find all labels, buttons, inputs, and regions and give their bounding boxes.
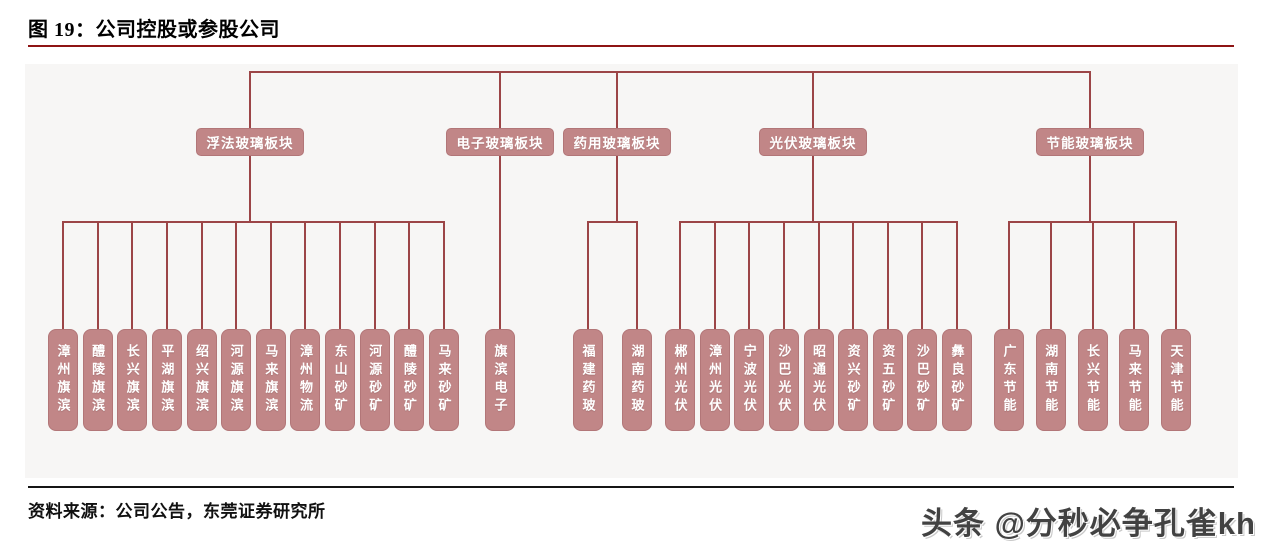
connector-line bbox=[1008, 222, 1010, 329]
connector-line bbox=[1049, 222, 1052, 329]
company-box: 彝良砂矿 bbox=[942, 329, 972, 431]
company-box: 旗滨电子 bbox=[485, 329, 515, 431]
connector-line bbox=[587, 221, 638, 223]
connector-line bbox=[499, 72, 501, 128]
watermark: 头条 @分秒必争孔雀kh bbox=[920, 506, 1256, 541]
connector-line bbox=[249, 156, 251, 222]
connector-line bbox=[636, 222, 638, 329]
company-box: 河源砂矿 bbox=[359, 329, 390, 431]
connector-line bbox=[886, 222, 889, 329]
connector-line bbox=[249, 72, 251, 128]
connector-line bbox=[131, 222, 134, 329]
company-box: 长兴旗滨 bbox=[117, 329, 148, 431]
connector-line bbox=[200, 222, 203, 329]
connector-line bbox=[817, 222, 820, 329]
company-box: 马来旗滨 bbox=[255, 329, 286, 431]
company-box: 醴陵砂矿 bbox=[394, 329, 425, 431]
connector-line bbox=[956, 222, 958, 329]
company-box: 漳州旗滨 bbox=[48, 329, 78, 431]
connector-line bbox=[235, 222, 238, 329]
connector-line bbox=[713, 222, 716, 329]
company-box: 宁波光伏 bbox=[734, 329, 765, 431]
connector-line bbox=[748, 222, 751, 329]
company-box: 资五砂矿 bbox=[872, 329, 903, 431]
connector-line bbox=[812, 156, 814, 222]
company-box: 资兴砂矿 bbox=[838, 329, 869, 431]
company-box: 长兴节能 bbox=[1077, 329, 1108, 431]
connector-line bbox=[408, 222, 411, 329]
connector-line bbox=[1133, 222, 1136, 329]
title-divider bbox=[28, 45, 1234, 47]
connector-line bbox=[62, 222, 64, 329]
company-box: 马来节能 bbox=[1119, 329, 1150, 431]
segment-box: 节能玻璃板块 bbox=[1036, 128, 1144, 156]
company-box: 沙巴光伏 bbox=[768, 329, 799, 431]
segment-box: 药用玻璃板块 bbox=[563, 128, 671, 156]
connector-line bbox=[1089, 72, 1091, 128]
company-box: 广东节能 bbox=[994, 329, 1024, 431]
company-box: 湖南药玻 bbox=[622, 329, 652, 431]
company-box: 漳州光伏 bbox=[699, 329, 730, 431]
connector-line bbox=[1089, 156, 1091, 222]
company-box: 福建药玻 bbox=[573, 329, 603, 431]
connector-line bbox=[62, 221, 445, 223]
segment-box: 电子玻璃板块 bbox=[446, 128, 554, 156]
company-box: 河源旗滨 bbox=[221, 329, 252, 431]
company-box: 平湖旗滨 bbox=[151, 329, 182, 431]
source-note: 资料来源：公司公告，东莞证券研究所 bbox=[28, 502, 326, 521]
connector-line bbox=[812, 72, 814, 128]
connector-line bbox=[499, 156, 501, 329]
company-box: 沙巴砂矿 bbox=[907, 329, 938, 431]
company-box: 湖南节能 bbox=[1035, 329, 1066, 431]
connector-line bbox=[249, 71, 1091, 73]
company-box: 天津节能 bbox=[1161, 329, 1191, 431]
connector-line bbox=[587, 222, 589, 329]
connector-line bbox=[96, 222, 99, 329]
connector-line bbox=[269, 222, 272, 329]
connector-line bbox=[1175, 222, 1177, 329]
company-box: 绍兴旗滨 bbox=[186, 329, 217, 431]
segment-box: 光伏玻璃板块 bbox=[759, 128, 867, 156]
company-box: 马来砂矿 bbox=[429, 329, 459, 431]
connector-line bbox=[616, 156, 618, 222]
segment-box: 浮法玻璃板块 bbox=[196, 128, 304, 156]
connector-line bbox=[921, 222, 924, 329]
connector-line bbox=[782, 222, 785, 329]
connector-line bbox=[852, 222, 855, 329]
figure-title: 图 19：公司控股或参股公司 bbox=[28, 19, 280, 41]
company-box: 郴州光伏 bbox=[665, 329, 695, 431]
company-box: 漳州物流 bbox=[290, 329, 321, 431]
company-box: 醴陵旗滨 bbox=[82, 329, 113, 431]
company-box: 东山砂矿 bbox=[325, 329, 356, 431]
connector-line bbox=[165, 222, 168, 329]
connector-line bbox=[339, 222, 342, 329]
connector-line bbox=[443, 222, 445, 329]
connector-line bbox=[1091, 222, 1094, 329]
connector-line bbox=[373, 222, 376, 329]
connector-line bbox=[304, 222, 307, 329]
company-box: 昭通光伏 bbox=[803, 329, 834, 431]
bottom-divider bbox=[28, 486, 1234, 488]
connector-line bbox=[679, 222, 681, 329]
connector-line bbox=[616, 72, 618, 128]
